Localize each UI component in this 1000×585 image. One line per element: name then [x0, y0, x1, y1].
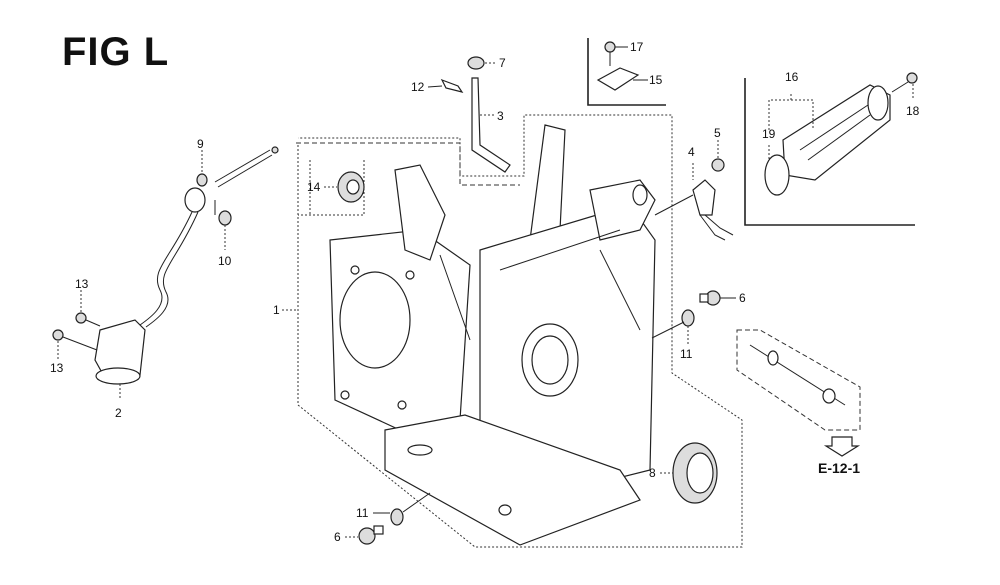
- callout-11-right: 11: [680, 347, 693, 361]
- part-14-oil-seal: [309, 160, 365, 215]
- part-8-oil-seal: [660, 442, 718, 504]
- callout-1: 1: [273, 303, 280, 317]
- inset-box-15-17: [587, 38, 666, 106]
- callout-8: 8: [649, 466, 656, 480]
- inset-box-16-18-19: [744, 78, 915, 226]
- callout-5: 5: [714, 126, 721, 140]
- stud-bolt-group: [736, 329, 861, 457]
- callout-11-bottom: 11: [356, 506, 369, 520]
- callout-13-top: 13: [75, 277, 89, 291]
- part-18-bolt: [891, 72, 918, 100]
- callout-14: 14: [307, 180, 321, 194]
- callout-18: 18: [906, 104, 920, 118]
- part-7-nut: [467, 56, 497, 70]
- part-17-bolt: [604, 41, 616, 53]
- part-2-governor-cable-assembly: [94, 146, 279, 398]
- part-19-o-ring: [764, 145, 790, 196]
- part-4-oil-sensor: [654, 163, 734, 241]
- callout-16: 16: [785, 70, 799, 84]
- crankcase: [329, 124, 656, 546]
- callout-12: 12: [411, 80, 425, 94]
- part-10-nut: [214, 200, 232, 250]
- callout-19: 19: [762, 127, 776, 141]
- part-15-bracket: [596, 41, 648, 91]
- callout-3: 3: [497, 109, 504, 123]
- part-11-washer-right: [651, 309, 695, 345]
- assembly-boundary-1: [296, 114, 743, 548]
- callout-9: 9: [197, 137, 204, 151]
- section-reference-link[interactable]: E-12-1: [818, 460, 861, 476]
- callout-10: 10: [218, 254, 232, 268]
- part-16-oil-filler-cap: [768, 84, 891, 181]
- part-13-screws: [52, 290, 101, 360]
- part-11-washer-bottom: [373, 492, 431, 526]
- callout-6-bottom: 6: [334, 530, 341, 544]
- callout-7: 7: [499, 56, 506, 70]
- part-9-washer: [196, 150, 208, 187]
- part-3-rod: [471, 77, 511, 173]
- callout-13-bottom: 13: [50, 361, 64, 375]
- part-12-clip: [427, 78, 464, 93]
- reference-arrow-icon: [823, 436, 861, 457]
- part-6-bolt-right: [699, 290, 736, 306]
- callout-6-right: 6: [739, 291, 746, 305]
- callout-17: 17: [630, 40, 644, 54]
- part-5-bolt: [711, 140, 725, 172]
- callout-2: 2: [115, 406, 122, 420]
- part-6-bolt-bottom: [345, 525, 384, 545]
- figure-title: FIG L: [62, 30, 170, 74]
- callout-4: 4: [688, 145, 695, 159]
- callout-15: 15: [649, 73, 663, 87]
